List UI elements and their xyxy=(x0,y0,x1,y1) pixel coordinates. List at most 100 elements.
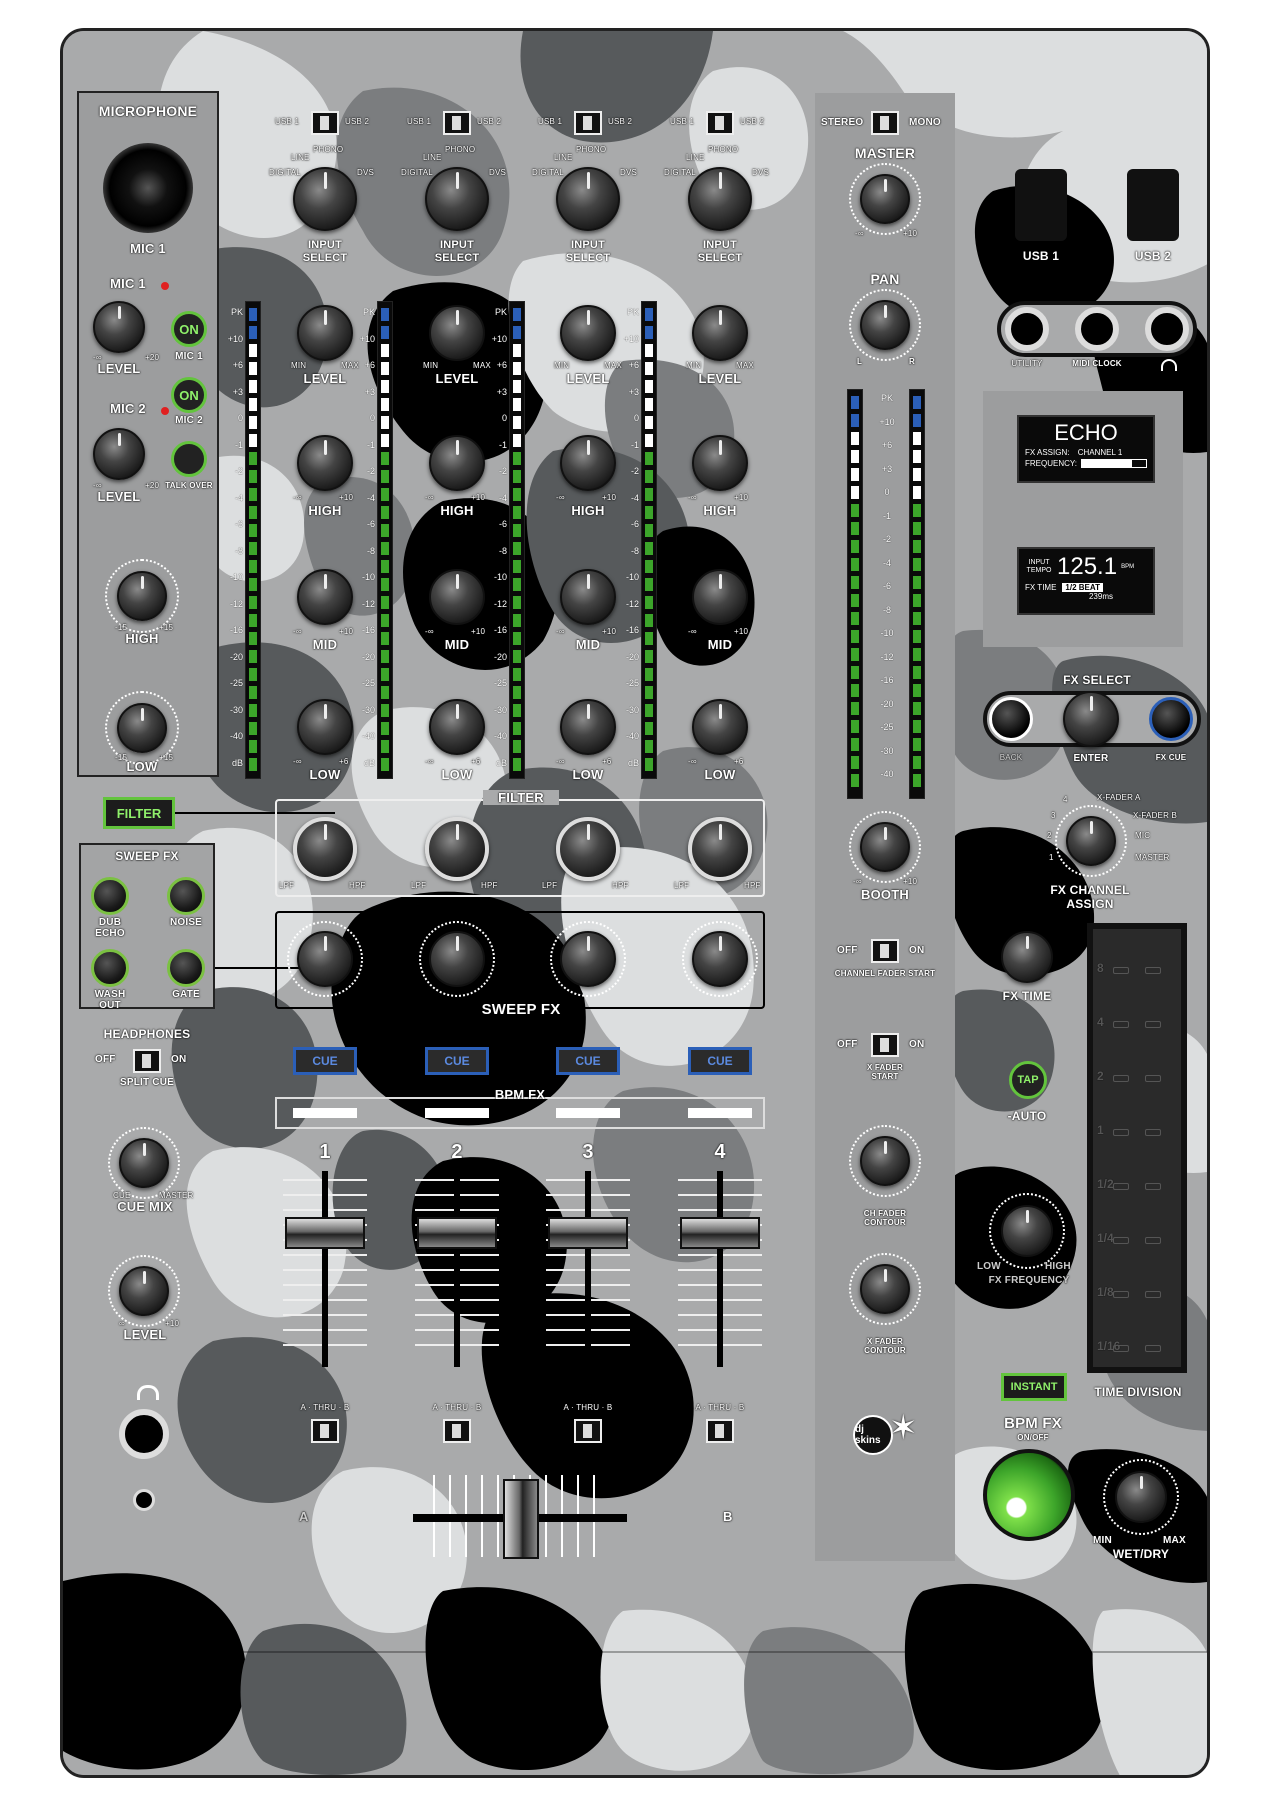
bpm-fx-bar-1[interactable] xyxy=(293,1108,357,1118)
ch-fader-contour-knob[interactable] xyxy=(860,1136,910,1186)
high-knob-3[interactable] xyxy=(560,435,616,491)
utility-jack[interactable] xyxy=(1005,307,1049,351)
crossfader-assign-switch-4[interactable] xyxy=(706,1419,734,1443)
usb2-port[interactable] xyxy=(1127,169,1179,241)
mic-low-knob[interactable] xyxy=(117,703,167,753)
mic2-level-knob[interactable] xyxy=(93,428,145,480)
input-select-knob-3[interactable] xyxy=(556,167,620,231)
input-usb-switch-2[interactable] xyxy=(443,111,471,135)
cue-mix-knob[interactable] xyxy=(119,1138,169,1188)
gate-button[interactable] xyxy=(167,949,205,987)
mid-knob-1[interactable] xyxy=(297,569,353,625)
level-knob-4[interactable] xyxy=(692,305,748,361)
phones-level-max: +10 xyxy=(165,1319,180,1328)
input-select-knob-1[interactable] xyxy=(293,167,357,231)
low-knob-3[interactable] xyxy=(560,699,616,755)
cue-button-1[interactable]: CUE xyxy=(293,1047,357,1075)
talk-over-button[interactable] xyxy=(171,441,207,477)
input-usb-switch-1[interactable] xyxy=(311,111,339,135)
dub-echo-button[interactable] xyxy=(91,877,129,915)
filter-knob-4[interactable] xyxy=(688,817,752,881)
mic-high-knob[interactable] xyxy=(117,571,167,621)
tap-button[interactable]: TAP xyxy=(1009,1061,1047,1099)
channel-fader-4[interactable] xyxy=(680,1217,760,1249)
bpm-fx-bar-3[interactable] xyxy=(556,1108,620,1118)
x-fader-contour-knob[interactable] xyxy=(860,1264,910,1314)
bpm-fx-on-off-button[interactable] xyxy=(983,1449,1075,1541)
sweep-ring-4 xyxy=(682,921,758,997)
meter-tick-label: +6 xyxy=(232,360,243,370)
enter-knob[interactable] xyxy=(1063,691,1119,747)
fx-channel-assign-knob[interactable] xyxy=(1066,816,1116,866)
usb1-port[interactable] xyxy=(1015,169,1067,241)
cue-button-4[interactable]: CUE xyxy=(688,1047,752,1075)
channel-fader-3[interactable] xyxy=(548,1217,628,1249)
mid-knob-2[interactable] xyxy=(429,569,485,625)
filter-button[interactable]: FILTER xyxy=(103,797,175,829)
sweep-fx-knob-4[interactable] xyxy=(692,931,748,987)
split-cue-switch[interactable] xyxy=(133,1049,161,1073)
meter-tick-label: -4 xyxy=(366,492,375,503)
mic2-on-button[interactable]: ON xyxy=(171,377,207,413)
wet-dry-knob[interactable] xyxy=(1115,1471,1167,1523)
x-fader-start-switch[interactable] xyxy=(871,1033,899,1057)
time-division-slider[interactable] xyxy=(1087,923,1187,1373)
headphone-port-rear[interactable] xyxy=(1145,307,1189,351)
stereo-mono-switch[interactable] xyxy=(871,111,899,135)
bpm-fx-bar-4[interactable] xyxy=(688,1108,752,1118)
crossfader-assign-switch-3[interactable] xyxy=(574,1419,602,1443)
low-knob-4[interactable] xyxy=(692,699,748,755)
mid-knob-3[interactable] xyxy=(560,569,616,625)
master-knob[interactable] xyxy=(860,174,910,224)
instant-button[interactable]: INSTANT xyxy=(1001,1373,1067,1401)
sweep-fx-knob-3[interactable] xyxy=(560,931,616,987)
fx-cue-button[interactable] xyxy=(1149,697,1193,741)
level-knob-2[interactable] xyxy=(429,305,485,361)
sweep-fx-knob-1[interactable] xyxy=(297,931,353,987)
input-select-knob-4[interactable] xyxy=(688,167,752,231)
input-usb-switch-3[interactable] xyxy=(574,111,602,135)
ch-fader-start-switch[interactable] xyxy=(871,939,899,963)
cue-button-3[interactable]: CUE xyxy=(556,1047,620,1075)
noise-button[interactable] xyxy=(167,877,205,915)
low-knob-2[interactable] xyxy=(429,699,485,755)
pan-knob[interactable] xyxy=(860,300,910,350)
crossfader-cap[interactable] xyxy=(503,1479,539,1559)
filter-knob-1[interactable] xyxy=(293,817,357,881)
high-knob-1[interactable] xyxy=(297,435,353,491)
level-meter-4 xyxy=(641,301,657,779)
fx-time-knob[interactable] xyxy=(1001,931,1053,983)
meter-tick-label: -12 xyxy=(229,598,243,609)
phones-level-knob[interactable] xyxy=(119,1266,169,1316)
wash-out-button[interactable] xyxy=(91,949,129,987)
channel-fader-2[interactable] xyxy=(417,1217,497,1249)
crossfader-assign-switch-1[interactable] xyxy=(311,1419,339,1443)
crossfader-assign-switch-2[interactable] xyxy=(443,1419,471,1443)
level-knob-1[interactable] xyxy=(297,305,353,361)
mid-knob-4[interactable] xyxy=(692,569,748,625)
tempo-screen: INPUT TEMPO 125.1 BPM FX TIME 1/2 BEAT 2… xyxy=(1017,547,1155,615)
midi-clock-jack[interactable] xyxy=(1075,307,1119,351)
high-knob-4[interactable] xyxy=(692,435,748,491)
headphone-jack-large[interactable] xyxy=(119,1409,169,1459)
filter-knob-3[interactable] xyxy=(556,817,620,881)
input-select-knob-2[interactable] xyxy=(425,167,489,231)
booth-knob[interactable] xyxy=(860,822,910,872)
input-usb-switch-4[interactable] xyxy=(706,111,734,135)
high-knob-2[interactable] xyxy=(429,435,485,491)
sweep-box xyxy=(275,911,765,1009)
mic1-level-knob[interactable] xyxy=(93,301,145,353)
fx-frequency-knob[interactable] xyxy=(1001,1205,1053,1257)
bpm-fx-bar-2[interactable] xyxy=(425,1108,489,1118)
low-knob-1[interactable] xyxy=(297,699,353,755)
cue-button-2[interactable]: CUE xyxy=(425,1047,489,1075)
filter-knob-2[interactable] xyxy=(425,817,489,881)
back-button[interactable] xyxy=(989,697,1033,741)
mic1-on-button[interactable]: ON xyxy=(171,311,207,347)
channel-fader-1[interactable] xyxy=(285,1217,365,1249)
sweep-fx-knob-2[interactable] xyxy=(429,931,485,987)
level-knob-3[interactable] xyxy=(560,305,616,361)
headphone-jack-small[interactable] xyxy=(133,1489,155,1511)
mic2-level-label: LEVEL xyxy=(97,489,141,504)
mic1-xlr-jack[interactable] xyxy=(103,143,193,233)
